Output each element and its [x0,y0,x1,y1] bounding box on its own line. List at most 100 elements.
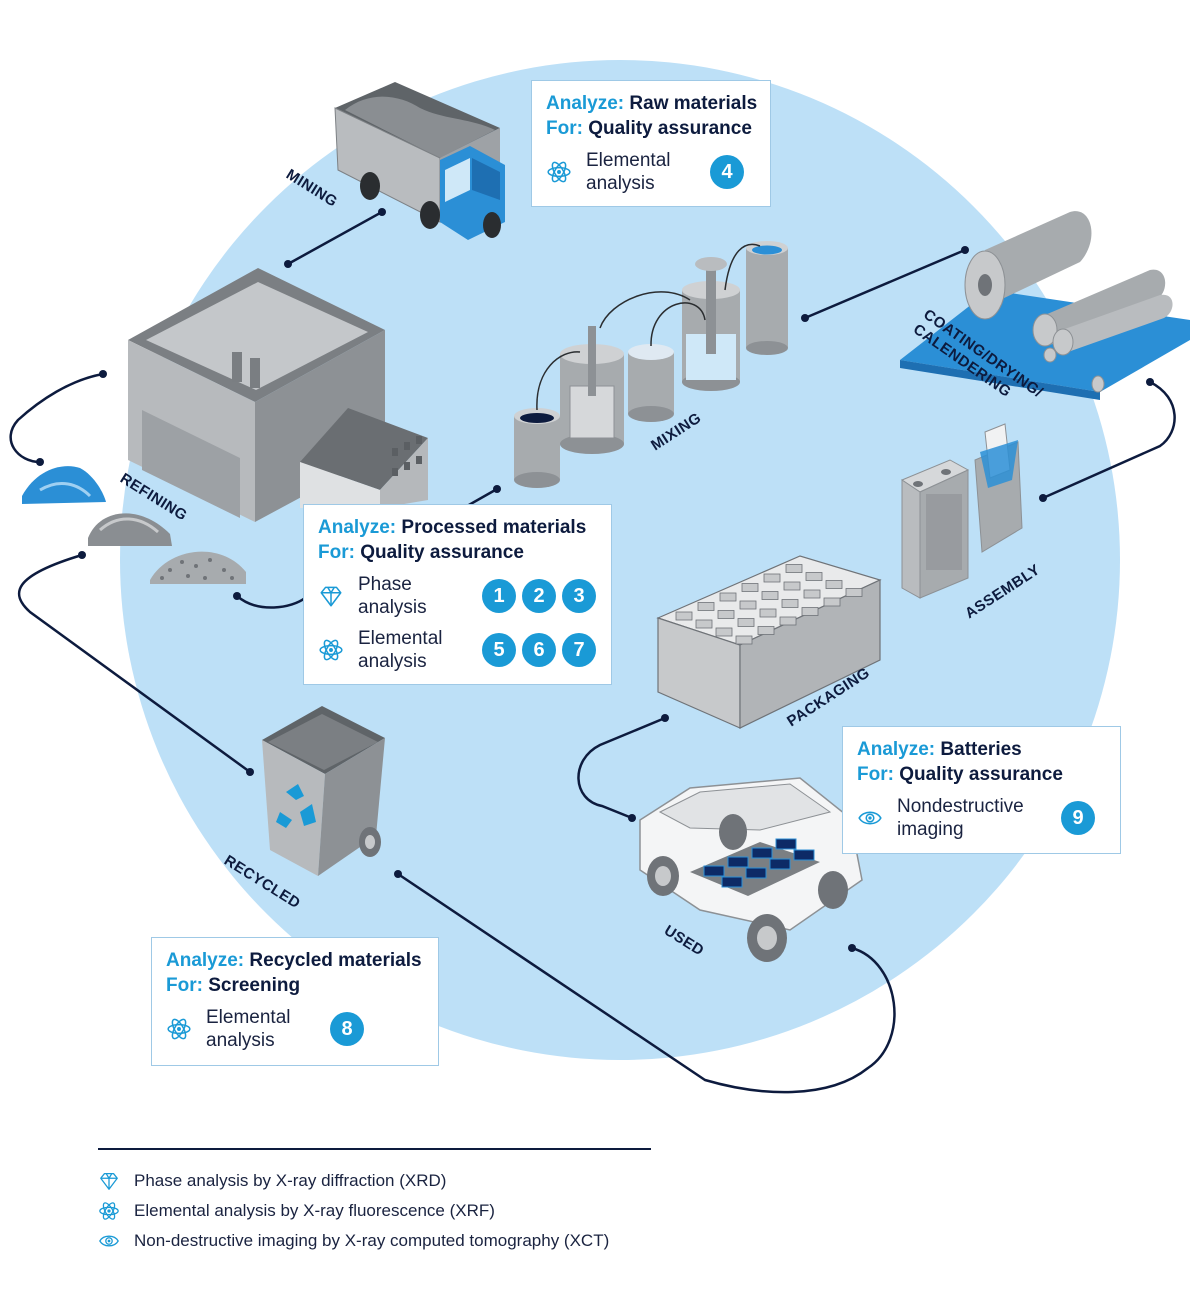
car-battery-cell [751,847,773,859]
technique-name-line2: analysis [206,1030,275,1051]
background-circle [120,60,1120,1060]
pack-cell [739,600,757,610]
connector-ore-refining [9,372,104,464]
analysis-card-batteries: Analyze: Batteries For: Quality assuranc… [842,726,1121,854]
technique-name: Elemental [358,628,443,649]
for-keyword: For: [166,975,203,996]
connector-coating-assembly [1042,380,1176,500]
pack-cell [805,572,823,581]
legend-item-xrf: Elemental analysis by X-ray fluorescence… [98,1196,651,1226]
for-purpose: Quality assurance [360,542,524,563]
technique-name: Phase [358,574,412,595]
refinery-building [128,268,428,522]
car-battery-cell [703,865,725,877]
pack-cell [845,588,863,597]
pack-cell [781,599,799,608]
reference-badge: 3 [562,579,596,613]
reference-badge: 8 [330,1012,364,1046]
for-keyword: For: [857,764,894,785]
eye-icon [99,1235,119,1246]
connector-lines [9,210,1176,1094]
reference-badge: 9 [1061,801,1095,835]
reference-badge: 7 [562,633,596,667]
for-purpose: Screening [208,975,301,996]
reference-badge: 4 [710,155,744,189]
eye-icon [858,811,882,825]
technique-name-line2: analysis [586,173,655,194]
reference-badge: 6 [522,633,556,667]
car-battery-cell [721,876,743,888]
atom-icon [319,639,343,661]
pack-cell [757,626,775,635]
car-battery-cell [745,867,767,879]
technique-name-line2: analysis [358,651,427,672]
legend-item-xct: Non-destructive imaging by X-ray compute… [98,1226,651,1256]
analyze-target: Raw materials [629,93,758,114]
pack-cell [759,608,777,618]
mixing-tanks [514,241,788,488]
for-keyword: For: [318,542,355,563]
connector-mining-refining [287,210,383,266]
reference-badge: 5 [482,633,516,667]
analyze-target: Recycled materials [249,950,422,971]
analyze-target: Batteries [940,739,1022,760]
analyze-keyword: Analyze: [166,950,245,971]
car-battery-cell [727,856,749,868]
analysis-card-processed-materials: Analyze: Processed materials For: Qualit… [303,504,612,685]
car-battery-cell [769,858,791,870]
reference-badge: 2 [522,579,556,613]
for-keyword: For: [546,118,583,139]
analyze-keyword: Analyze: [857,739,936,760]
diamond-icon [320,586,342,607]
analyze-keyword: Analyze: [546,93,625,114]
recycling-bin [262,706,385,876]
analyze-keyword: Analyze: [318,517,397,538]
atom-icon [547,161,571,183]
car-battery-cell [775,838,797,850]
connector-recycled-ore [17,553,251,774]
legend-text: Phase analysis by X-ray diffraction (XRD… [134,1170,447,1190]
pack-cell [717,610,735,619]
legend: Phase analysis by X-ray diffraction (XRD… [98,1148,651,1256]
connector-used-recycled [397,872,896,1094]
connector-mixing-coating [804,248,966,320]
pack-cell [801,607,819,616]
legend-divider [98,1148,651,1150]
pack-cell [719,592,737,602]
pack-cell [737,618,755,627]
analysis-card-raw-materials: Analyze: Raw materials For: Quality assu… [531,80,771,207]
reference-badge: 1 [482,579,516,613]
pack-cell [823,597,841,607]
legend-item-xrd: Phase analysis by X-ray diffraction (XRD… [98,1166,651,1196]
connector-packaging-used [577,716,666,820]
car-battery-cell [793,849,815,861]
atom-icon [99,1201,119,1220]
pack-cell [741,583,759,592]
pack-cell [783,581,801,591]
pack-cell [715,627,733,637]
technique-name-line2: analysis [358,597,427,618]
technique-name: Elemental [206,1007,291,1028]
pack-cell [695,619,713,629]
pack-cell [761,591,779,600]
mining-truck [334,82,505,240]
battery-cells [900,423,1023,599]
technique-name: Elemental [586,150,671,171]
pack-cell [697,602,715,611]
technique-name: Nondestructive [897,796,1024,817]
legend-text: Non-destructive imaging by X-ray compute… [134,1230,610,1250]
diamond-icon [100,1172,118,1190]
battery-pack [656,555,882,729]
coating-rollers [900,211,1190,400]
technique-name-line2: imaging [897,819,964,840]
pack-cell [779,616,797,626]
pack-cell [735,635,753,645]
analysis-card-recycled-materials: Analyze: Recycled materials For: Screeni… [151,937,439,1066]
pack-cell [803,589,821,599]
legend-text: Elemental analysis by X-ray fluorescence… [134,1200,495,1220]
